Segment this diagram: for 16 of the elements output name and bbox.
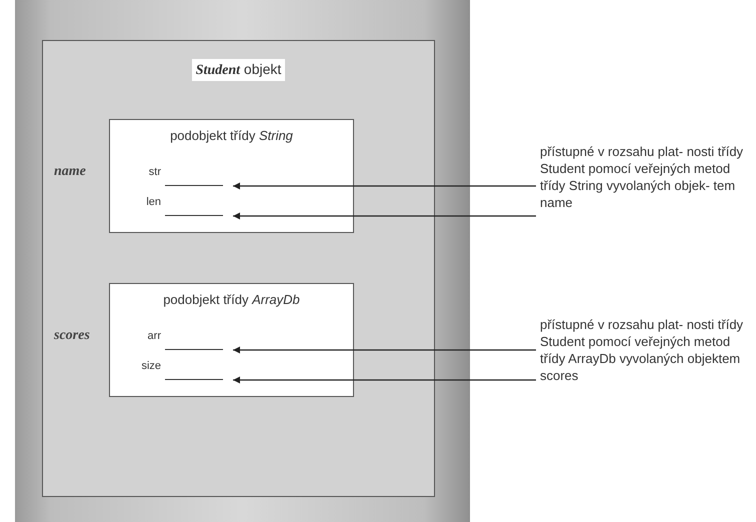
arrow	[233, 212, 536, 220]
box-title: Student objekt	[192, 59, 286, 81]
arrow	[233, 376, 536, 384]
member-name-label: scores	[54, 328, 90, 344]
field-name: arr	[146, 330, 161, 342]
note-text: přístupné v rozsahu plat- nosti třídy Student pomocí veřejných metod třídy String vyvolaných objek- tem name	[540, 143, 752, 211]
field-name: len	[145, 196, 161, 208]
arrow	[233, 346, 536, 354]
field-name: str	[148, 166, 161, 178]
member-name-label: name	[54, 164, 86, 180]
box-title: podobjekt třídy String	[170, 128, 293, 143]
note-text: přístupné v rozsahu plat- nosti třídy Student pomocí veřejných metod třídy ArrayDb vyvolaných objektem scores	[540, 316, 752, 384]
field-name: size	[140, 360, 161, 372]
box-title: podobjekt třídy ArrayDb	[163, 292, 300, 307]
arrow	[233, 182, 536, 190]
object-box	[42, 40, 435, 497]
